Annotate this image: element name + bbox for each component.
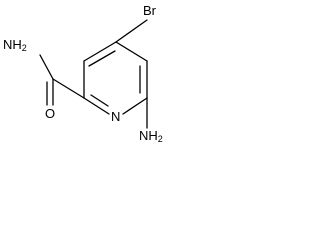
bond-c4-br — [115, 19, 148, 43]
bond-c3-c4-inner — [88, 50, 116, 67]
atom-label-amino-nh2: NH2 — [139, 128, 163, 144]
atom-label-br: Br — [143, 3, 157, 18]
bond-n1-c2 — [83, 97, 110, 115]
bond-c4-c5 — [115, 41, 148, 62]
atom-labels: Br NH2 O N NH2 — [3, 3, 163, 144]
bond-n1-c2-inner — [90, 94, 109, 107]
bonds — [39, 19, 148, 129]
atom-label-o: O — [45, 106, 55, 121]
bond-c3-c4 — [83, 41, 117, 62]
atom-label-ring-n: N — [111, 109, 120, 124]
bond-camide-nh2 — [39, 54, 54, 80]
bond-c2-camide — [52, 78, 85, 99]
atom-label-amide-nh2: NH2 — [3, 37, 27, 53]
structure-diagram: Br NH2 O N NH2 — [3, 3, 163, 144]
bond-c6-n1 — [122, 97, 148, 115]
